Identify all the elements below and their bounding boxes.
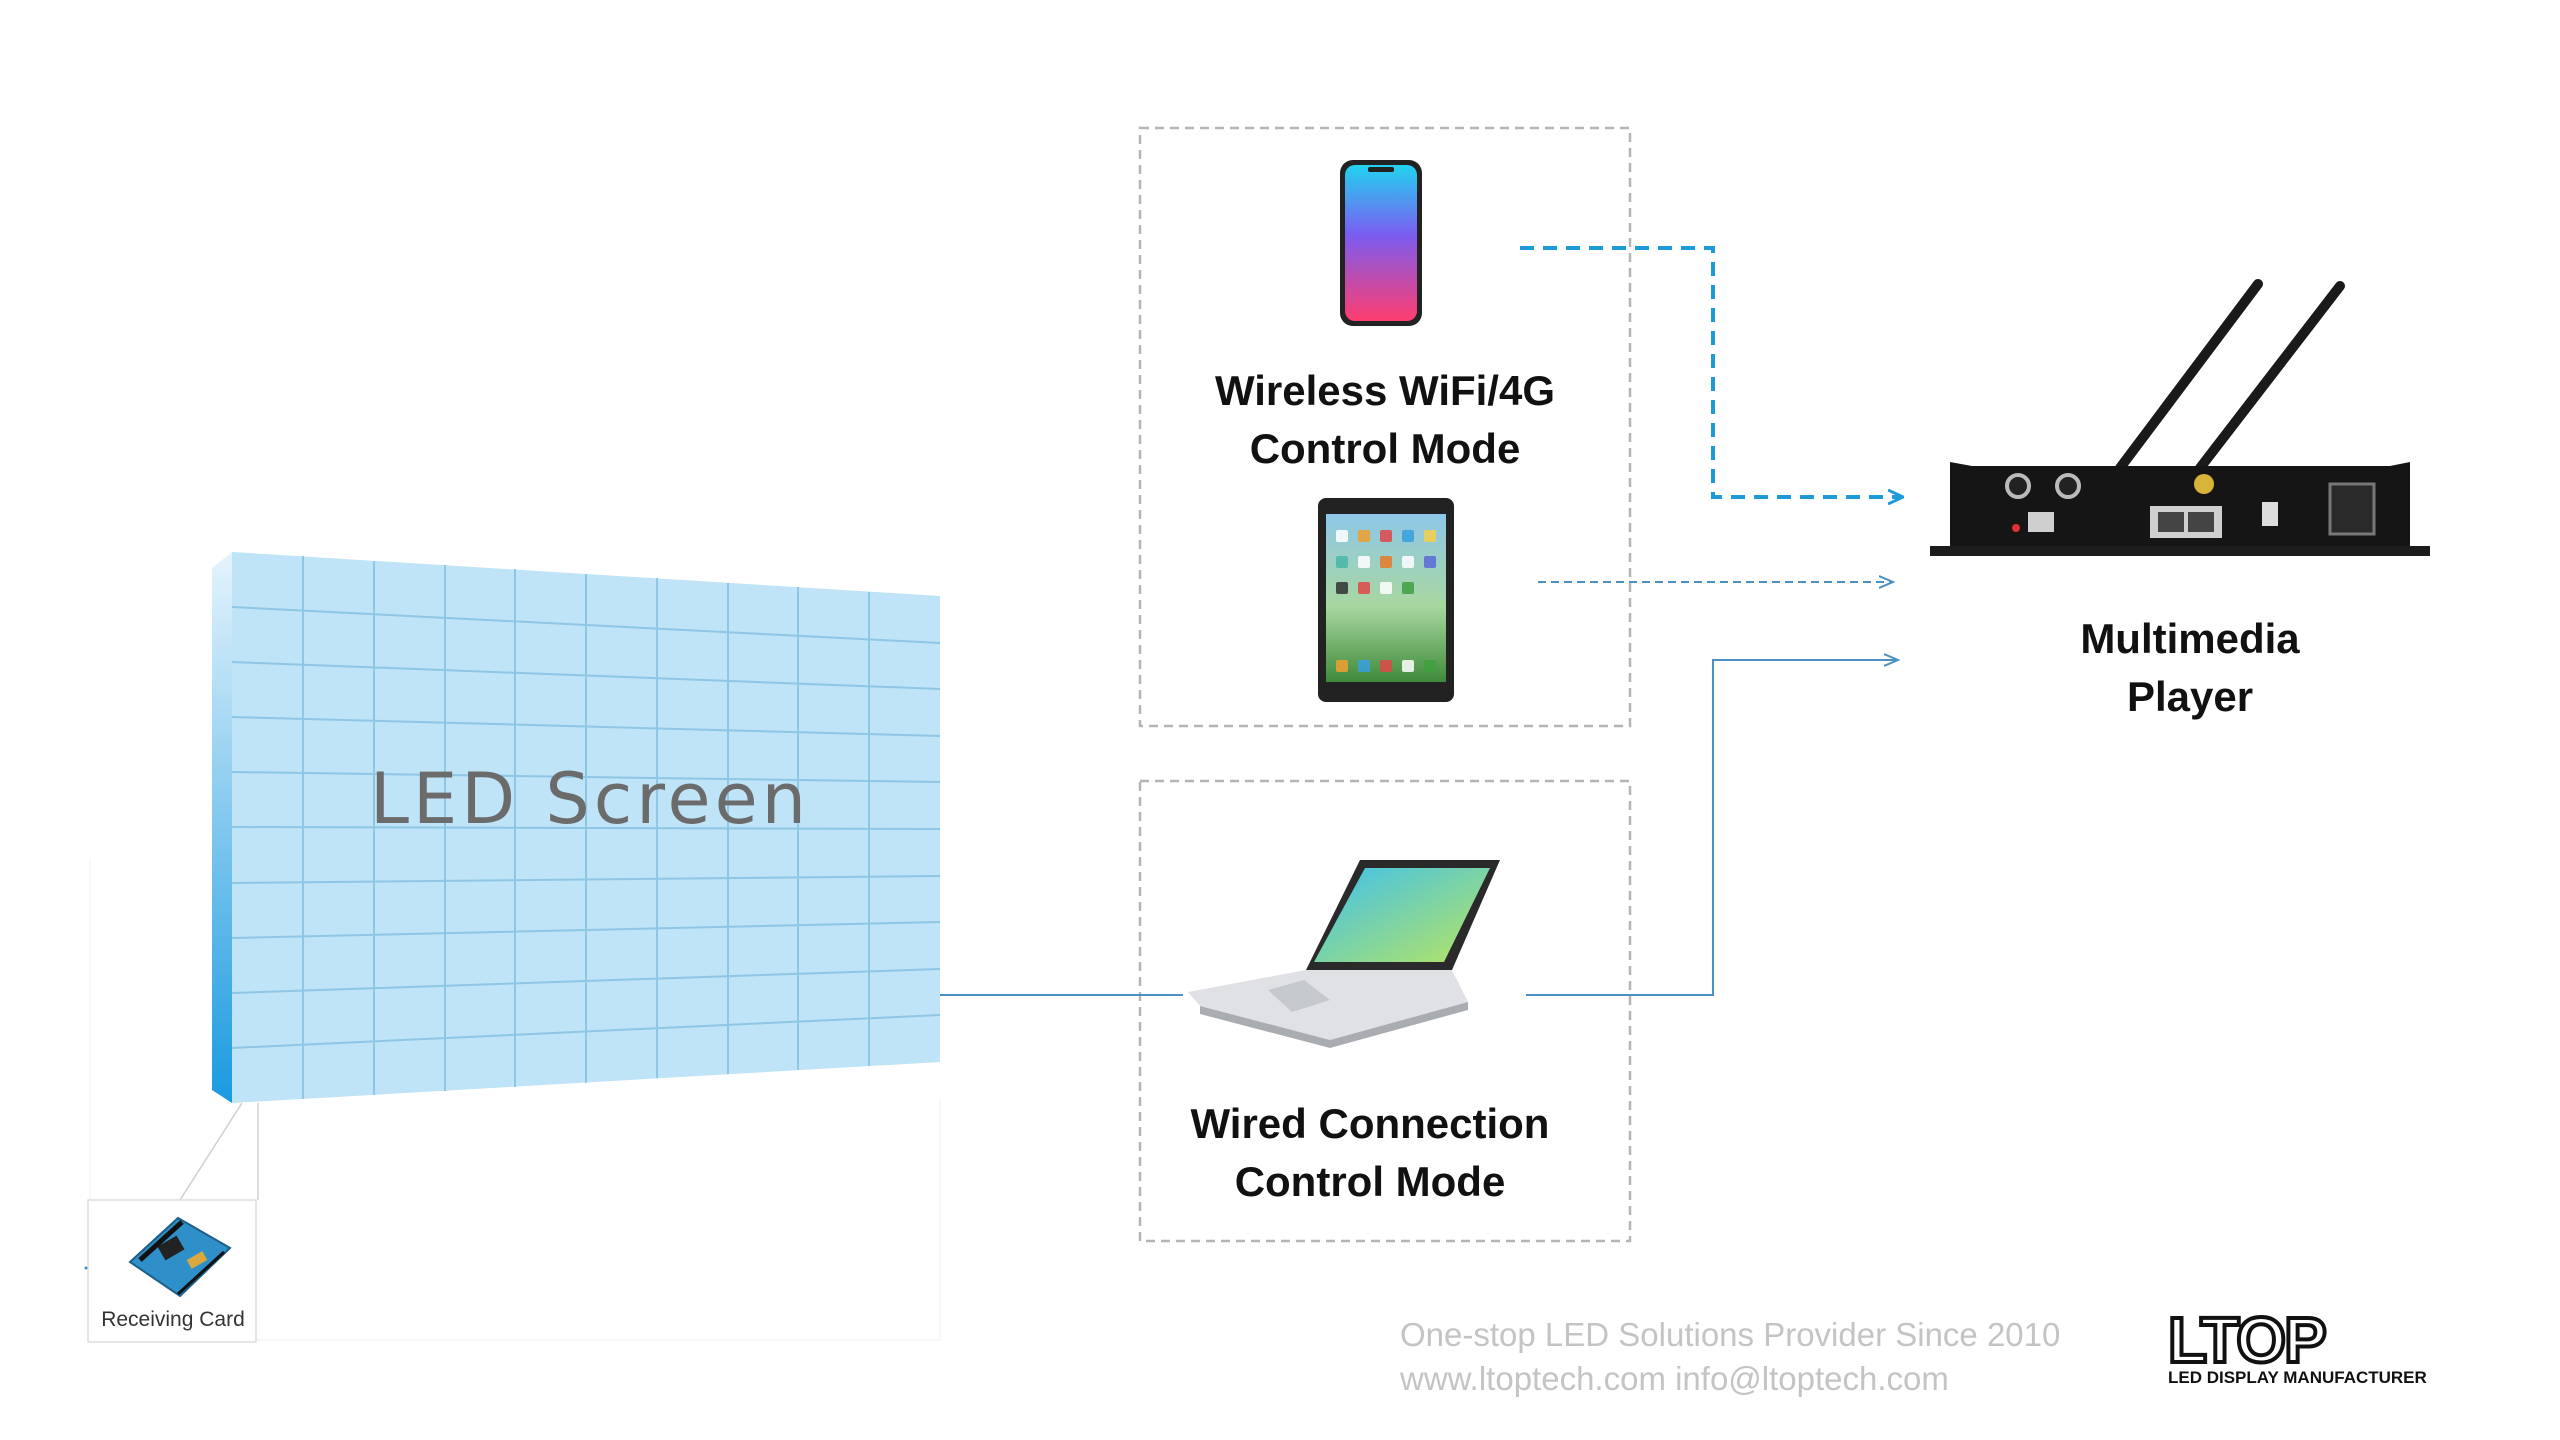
wireless-mode-line2: Control Mode bbox=[1249, 425, 1521, 472]
player-line1: Multimedia bbox=[2080, 615, 2300, 662]
wired-mode-line1: Wired Connection bbox=[1190, 1100, 1550, 1147]
wired-mode-line2: Control Mode bbox=[1234, 1158, 1506, 1205]
wireless-mode-box bbox=[1138, 126, 1632, 728]
wired-mode-box bbox=[1138, 779, 1632, 1243]
smartphone-icon bbox=[1340, 160, 1422, 326]
connection-lines bbox=[940, 246, 1902, 996]
footer-contact: www.ltoptech.com info@ltoptech.com bbox=[1400, 1360, 1949, 1397]
wireless-mode-line1: Wireless WiFi/4G bbox=[1214, 367, 1556, 414]
footer-tagline: One-stop LED Solutions Provider Since 20… bbox=[1400, 1316, 2061, 1353]
receiving-card-label: Receiving Card bbox=[101, 1308, 245, 1331]
player-label: Multimedia Player bbox=[2030, 610, 2350, 726]
receiving-card-icon bbox=[128, 1216, 232, 1298]
led-screen bbox=[212, 552, 941, 1103]
player-line2: Player bbox=[2126, 673, 2254, 720]
wireless-mode-label: Wireless WiFi/4G Control Mode bbox=[1140, 362, 1630, 478]
tablet-icon bbox=[1318, 498, 1454, 702]
laptop-icon bbox=[1188, 860, 1500, 1048]
laptop-to-player-line bbox=[1526, 660, 1898, 996]
logo-subtitle: LED DISPLAY MANUFACTURER bbox=[2168, 1368, 2427, 1387]
led-screen-label: LED Screen bbox=[369, 758, 811, 840]
phone-to-player-line bbox=[1520, 246, 1902, 497]
media-player-icon bbox=[1930, 279, 2430, 556]
receiving-card-callout bbox=[84, 1102, 259, 1343]
wired-mode-label: Wired Connection Control Mode bbox=[1120, 1095, 1620, 1211]
logo-wordmark: LTOP bbox=[2166, 1304, 2329, 1376]
